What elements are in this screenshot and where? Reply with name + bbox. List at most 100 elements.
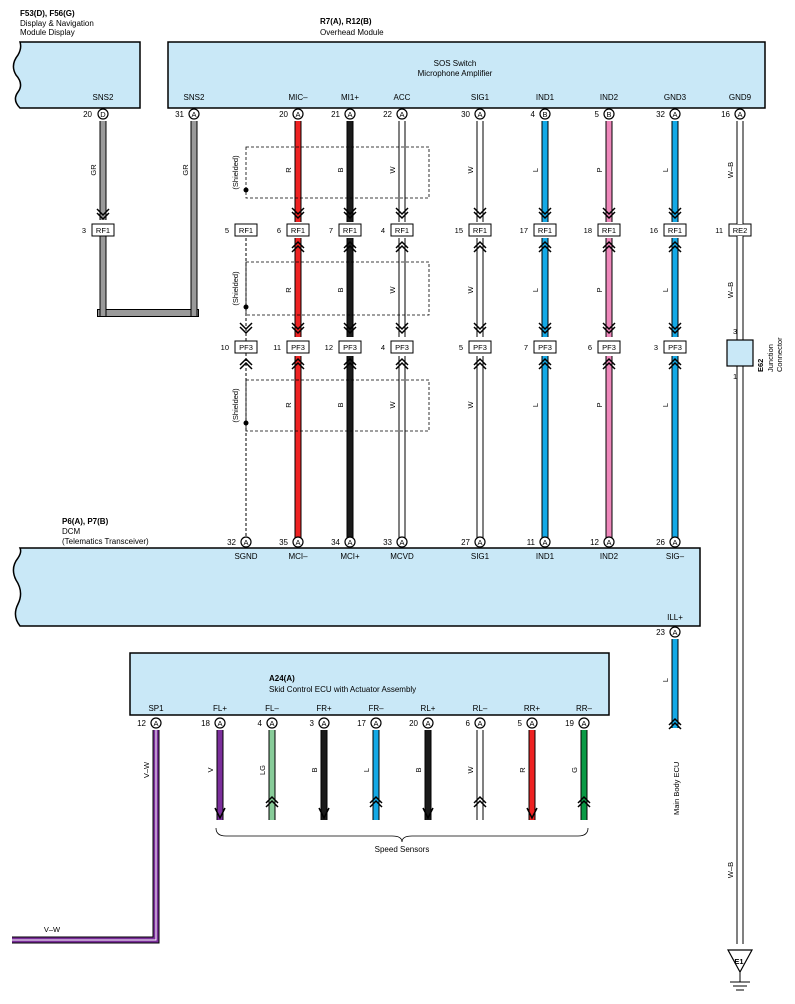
- dcm-name-2: (Telematics Transceiver): [62, 537, 149, 546]
- pf3-box-label: PF3: [343, 343, 357, 352]
- wire-color-label: R: [284, 402, 293, 408]
- rf1-box-pin: 4: [381, 226, 385, 235]
- wire-label-gr-left: GR: [89, 164, 98, 176]
- overhead-terminal-name: MIC–: [288, 93, 308, 102]
- overhead-module-box: [167, 41, 766, 109]
- dcm-terminal-conn-circle: [396, 536, 408, 548]
- shield-box: [245, 261, 430, 316]
- chev-rf1: [602, 207, 616, 220]
- wire-sp1-stripe: [12, 730, 157, 941]
- shielded-label: (Shielded): [231, 155, 240, 190]
- conn-letter: A: [672, 628, 677, 637]
- conn-letter: B: [542, 110, 547, 119]
- wire-label-speed: V: [206, 767, 215, 772]
- skid-terminal-name: FR+: [316, 704, 332, 713]
- dcm-terminal-name: MCI+: [340, 552, 360, 561]
- wire-seg2: [606, 238, 612, 337]
- skid-terminal-conn-circle: [526, 717, 538, 729]
- wire-color-label: B: [336, 167, 345, 172]
- rf1-box-pin: 17: [520, 226, 528, 235]
- conn-letter: A: [295, 538, 300, 547]
- conn-letter: A: [373, 719, 378, 728]
- dcm-ill-pin: 23: [656, 628, 665, 637]
- wire-color-label: P: [595, 287, 604, 292]
- speed-sensor-brace: [215, 827, 589, 843]
- wire-gnd9-seg2: [737, 236, 743, 944]
- overhead-terminal-pin: 30: [461, 110, 470, 119]
- shield-box: [245, 146, 430, 199]
- dcm-terminal-pin: 35: [279, 538, 288, 547]
- conn-letter: A: [425, 719, 430, 728]
- dcm-name-1: DCM: [62, 527, 81, 536]
- wire-seg3: [347, 356, 353, 538]
- conn-letter: A: [399, 110, 404, 119]
- shielded-label: (Shielded): [231, 271, 240, 306]
- chev-speed: [577, 795, 591, 808]
- overhead-terminal-conn-circle: [292, 108, 304, 120]
- rf1-box: [338, 223, 362, 237]
- rf1-box: [597, 223, 621, 237]
- conn-letter: A: [477, 538, 482, 547]
- chev-pf3: [343, 322, 357, 335]
- chev-ill: [668, 717, 682, 730]
- dcm-terminal-conn-circle: [603, 536, 615, 548]
- wire-speed-sensor: [321, 730, 327, 820]
- overhead-terminal-conn-circle: [188, 108, 200, 120]
- pf3-box-label: PF3: [395, 343, 409, 352]
- wire-label-wb-2: W–B: [726, 282, 735, 298]
- ground-label: E1: [734, 957, 743, 966]
- display-terminal-pin: 20: [83, 110, 92, 119]
- rf1-box-pin: 6: [277, 226, 281, 235]
- overhead-terminal-conn-circle: [669, 108, 681, 120]
- display-terminal-conn-circle: [97, 108, 109, 120]
- skid-terminal-name: FL–: [265, 704, 279, 713]
- pf3-box-label: PF3: [602, 343, 616, 352]
- rf1-box-label: RF1: [395, 226, 409, 235]
- shield-dot: [243, 420, 249, 426]
- wire-color-label: L: [661, 288, 670, 292]
- overhead-terminal-name: IND2: [600, 93, 619, 102]
- wire-seg1: [347, 121, 353, 222]
- wire-color-label: W: [466, 166, 475, 174]
- wire-speed-sensor: [529, 730, 535, 820]
- skid-id: A24(A): [269, 674, 295, 683]
- junction-box: [726, 339, 754, 367]
- pf3-box-pin: 3: [654, 343, 658, 352]
- conn-letter: A: [672, 110, 677, 119]
- wire-speed-sensor: [217, 730, 223, 820]
- chev-rf1-up: [538, 240, 552, 253]
- display-module-name-2: Module Display: [20, 28, 75, 37]
- rf1-box-sns2-pin: 3: [82, 226, 86, 235]
- wire-seg1: [606, 121, 612, 222]
- wire-speed-sensor: [373, 730, 379, 820]
- wire-sp1: [12, 730, 159, 943]
- chev-rf1-up: [602, 240, 616, 253]
- wire-seg2: [542, 238, 548, 337]
- overhead-terminal-pin: 22: [383, 110, 392, 119]
- skid-terminal-conn-circle: [370, 717, 382, 729]
- junction-name-1: Junction: [766, 344, 775, 372]
- conn-letter: A: [581, 719, 586, 728]
- chev-pf3-up: [668, 357, 682, 370]
- wire-color-label: L: [661, 403, 670, 407]
- chev-rf1-up: [473, 240, 487, 253]
- overhead-terminal-conn-circle: [734, 108, 746, 120]
- wire-speed-sensor: [269, 730, 275, 820]
- wire-color-label: L: [531, 168, 540, 172]
- chev-rf1: [343, 207, 357, 220]
- conn-letter: A: [295, 110, 300, 119]
- arrow-down: [214, 807, 226, 820]
- ground-triangle: [726, 949, 754, 974]
- wire-ill: [672, 639, 678, 728]
- wire-label-gr-right: GR: [181, 164, 190, 176]
- skid-terminal-name: SP1: [148, 704, 164, 713]
- overhead-module-id: R7(A), R12(B): [320, 17, 372, 26]
- rf1-box: [234, 223, 258, 237]
- wire-rf1-to-loop: [100, 236, 106, 316]
- wire-seg3: [606, 356, 612, 538]
- wire-label-speed: LG: [258, 765, 267, 775]
- conn-letter: A: [269, 719, 274, 728]
- skid-control-ecu-box: [129, 652, 610, 716]
- skid-terminal-pin: 17: [357, 719, 366, 728]
- pf3-box: [338, 340, 362, 354]
